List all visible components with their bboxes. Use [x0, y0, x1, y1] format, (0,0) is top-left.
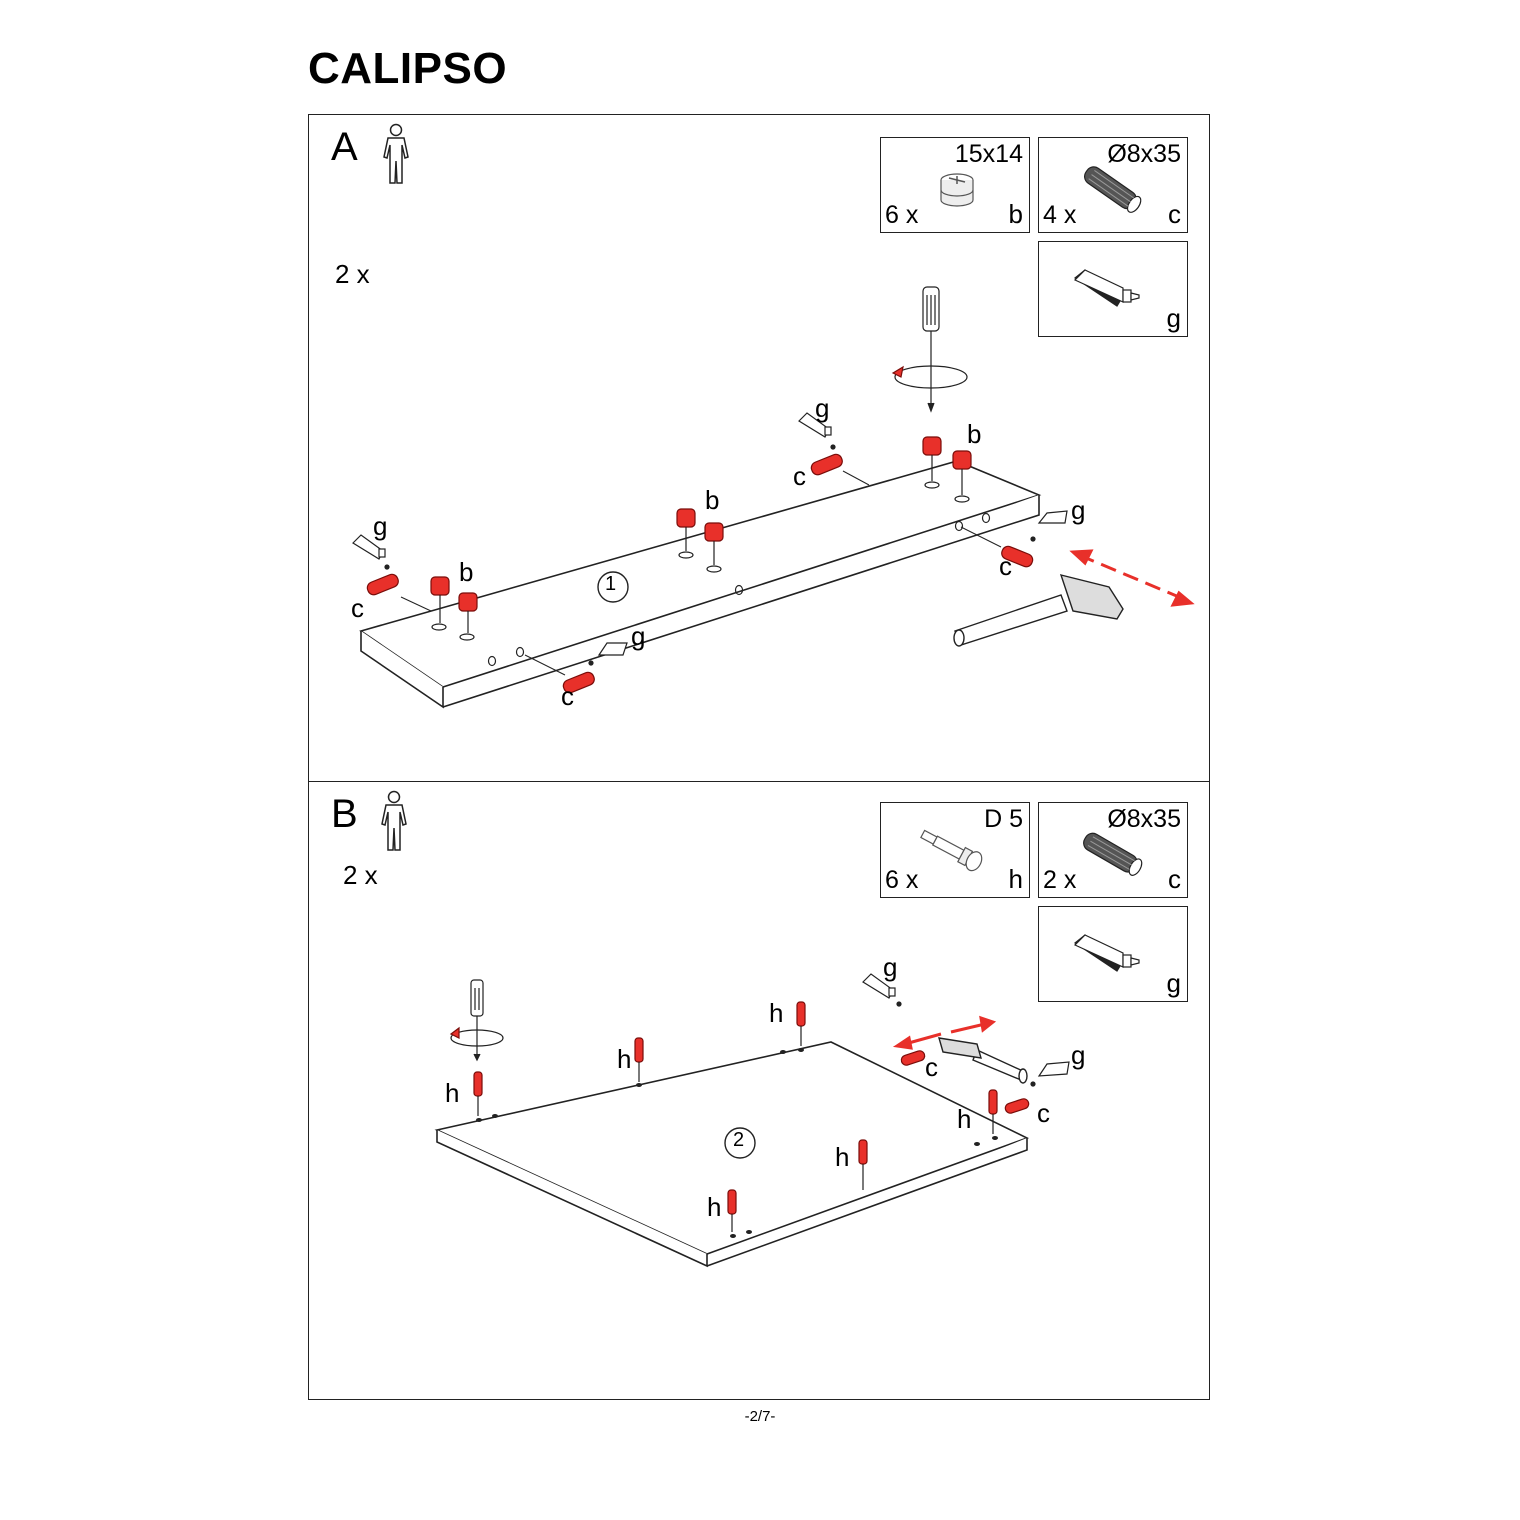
- glue-tubes: [862, 973, 1070, 1087]
- panel-number: 1: [605, 573, 617, 595]
- part-label-c: c: [1037, 1098, 1050, 1128]
- step-letter: B: [331, 792, 358, 836]
- part-c-box: Ø8x35 4 x c: [1038, 137, 1188, 233]
- glue-tube-icon: [1073, 269, 1140, 307]
- direction-arrows: [892, 1015, 997, 1050]
- part-dimension: D 5: [984, 805, 1023, 833]
- cam-bolt-icon: [920, 829, 983, 872]
- part-b-box: 15x14 6 x b: [880, 137, 1030, 233]
- part-label-h: h: [617, 1044, 632, 1074]
- dowel-parts: [900, 1050, 1030, 1114]
- part-label-h: h: [957, 1104, 972, 1134]
- part-label-g: g: [1071, 495, 1086, 525]
- direction-arrows: [1069, 549, 1195, 607]
- part-quantity: 6 x: [885, 201, 919, 229]
- document-title: CALIPSO: [308, 44, 508, 93]
- screwdriver-icon: [891, 286, 968, 413]
- step-letter: A: [331, 125, 358, 169]
- wooden-dowel-icon: [1084, 166, 1142, 213]
- part-dimension: Ø8x35: [1107, 805, 1181, 833]
- cam-lock-icon: [940, 173, 974, 207]
- part-label-h: h: [835, 1142, 850, 1172]
- part-label-h: h: [707, 1192, 722, 1222]
- screwdriver-icon: [449, 979, 504, 1062]
- part-label-b: b: [705, 485, 720, 515]
- hammer-icon: [938, 1037, 1028, 1084]
- part-label-c: c: [999, 551, 1012, 581]
- part-dimension: 15x14: [954, 140, 1023, 168]
- panel-number-circle: [597, 571, 629, 603]
- part-code: c: [1168, 864, 1181, 894]
- step-quantity: 2 x: [343, 860, 378, 890]
- part-code: c: [1168, 199, 1181, 229]
- part-label-b: b: [459, 557, 474, 587]
- part-label-g: g: [815, 393, 830, 423]
- part-label-h: h: [769, 998, 784, 1028]
- part-g-box: g: [1038, 241, 1188, 337]
- step-quantity: 2 x: [335, 259, 370, 289]
- step-a-illustration: [352, 286, 1195, 709]
- cam-lock-parts: [430, 436, 972, 633]
- step-a-panel: A 2 x 15x14 6 x b Ø8x35 4 x c: [308, 114, 1210, 782]
- panel-number-circle: [724, 1127, 756, 1159]
- glue-tubes: [352, 412, 1068, 666]
- hammer-icon: [953, 574, 1124, 647]
- part-label-g: g: [1071, 1040, 1086, 1070]
- one-person-icon: [381, 790, 407, 851]
- part-label-c: c: [925, 1052, 938, 1082]
- part-label-h: h: [445, 1078, 460, 1108]
- step-b-panel: B 2 x D 5 6 x h Ø8x35 2: [308, 781, 1210, 1400]
- part-label-c: c: [561, 681, 574, 711]
- part-code: g: [1166, 303, 1181, 333]
- part-label-g: g: [373, 511, 388, 541]
- wooden-dowel-icon: [1083, 832, 1143, 876]
- part-code: g: [1166, 968, 1181, 998]
- part-code: h: [1008, 864, 1023, 894]
- glue-tube-icon: [1073, 934, 1140, 972]
- page-number: -2/7-: [744, 1408, 776, 1425]
- one-person-icon: [383, 123, 409, 184]
- part-c-box: Ø8x35 2 x c: [1038, 802, 1188, 898]
- part-label-g: g: [883, 952, 898, 982]
- part-label-b: b: [967, 419, 982, 449]
- dowel-parts: [366, 453, 1034, 694]
- part-h-box: D 5 6 x h: [880, 802, 1030, 898]
- part-quantity: 2 x: [1043, 866, 1077, 894]
- part-code: b: [1008, 199, 1023, 229]
- part-dimension: Ø8x35: [1107, 140, 1181, 168]
- part-quantity: 4 x: [1043, 201, 1077, 229]
- part-label-c: c: [793, 461, 806, 491]
- cam-bolt-parts: [473, 1001, 998, 1232]
- step-b-illustration: [434, 973, 1070, 1268]
- part-label-g: g: [631, 621, 646, 651]
- part-label-c: c: [351, 593, 364, 623]
- part-quantity: 6 x: [885, 866, 919, 894]
- panel-number: 2: [733, 1129, 745, 1151]
- part-g-box: g: [1038, 906, 1188, 1002]
